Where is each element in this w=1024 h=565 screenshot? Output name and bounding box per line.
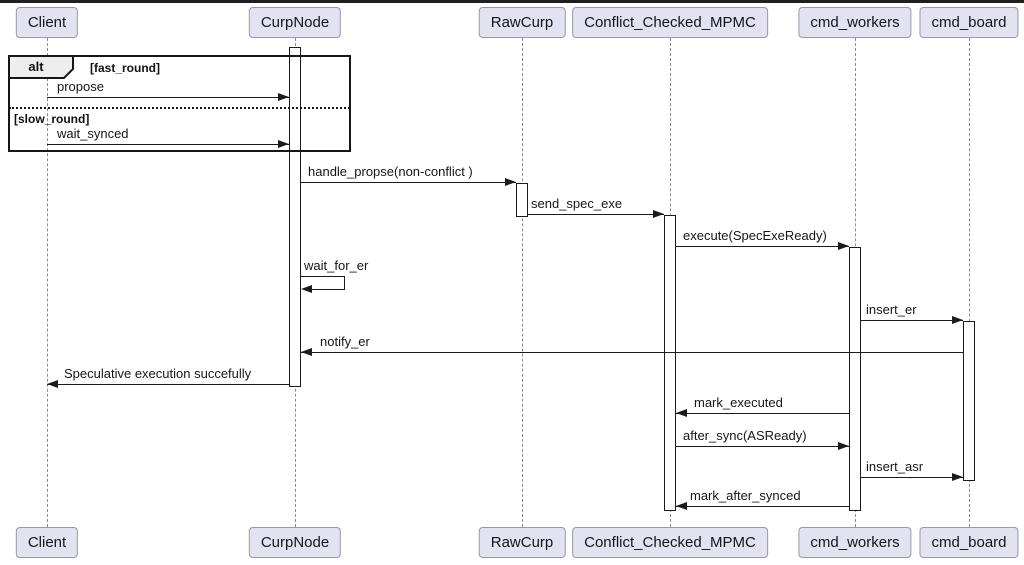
message-wait-for-er-line: [310, 289, 345, 290]
participant-cmd-board-top: cmd_board: [919, 7, 1019, 38]
participant-client-bottom: Client: [15, 527, 79, 558]
participant-label: cmd_workers: [810, 14, 900, 31]
participant-label: Conflict_Checked_MPMC: [584, 14, 756, 31]
activation-rawcurp: [516, 183, 528, 217]
participant-label: cmd_board: [931, 534, 1007, 551]
message-mark-after-synced-line: [676, 506, 849, 507]
message-notify-er-arrowhead-icon: [301, 347, 312, 356]
message-propose-label: propose: [57, 79, 104, 94]
activation-curpnode: [289, 47, 301, 387]
participant-mpmc-bottom: Conflict_Checked_MPMC: [572, 527, 768, 558]
lifeline-cmd-board: [969, 38, 970, 527]
message-insert-asr-line: [861, 477, 963, 478]
message-mark-executed-line: [676, 413, 849, 414]
lifeline-client: [47, 38, 48, 527]
message-spec-exec-success-label: Speculative execution succefully: [64, 366, 252, 381]
message-propose-line: [47, 97, 289, 98]
message-after-sync-arrowhead-icon: [838, 441, 849, 450]
message-after-sync-line: [676, 446, 849, 447]
message-wait-synced-line: [47, 144, 289, 145]
lifeline-rawcurp: [522, 38, 523, 527]
message-send-spec-exe-line: [528, 214, 664, 215]
message-mark-executed-label: mark_executed: [694, 395, 783, 410]
message-notify-er-label: notify_er: [320, 334, 370, 349]
message-spec-exec-success-arrowhead-icon: [47, 379, 58, 388]
activation-mpmc: [664, 215, 676, 511]
message-insert-asr-arrowhead-icon: [952, 472, 963, 481]
participant-rawcurp-bottom: RawCurp: [478, 527, 566, 558]
participant-cmd-board-bottom: cmd_board: [919, 527, 1019, 558]
guard-slow-round: [slow_round]: [14, 112, 90, 126]
activation-cmd-workers: [849, 247, 861, 511]
alt-frame: alt [fast_round] [slow_round]: [8, 55, 351, 152]
message-handle-propse-label: handle_propse(non-conflict ): [308, 164, 473, 179]
participant-rawcurp-top: RawCurp: [478, 7, 566, 38]
participant-cmd-workers-bottom: cmd_workers: [798, 527, 912, 558]
message-insert-er-arrowhead-icon: [952, 315, 963, 324]
participant-label: CurpNode: [260, 14, 330, 31]
participant-label: CurpNode: [260, 534, 330, 551]
message-wait-for-er-line: [343, 277, 345, 290]
alt-label-pentagon: [8, 55, 74, 79]
message-wait-synced-label: wait_synced: [57, 126, 129, 141]
message-insert-er-label: insert_er: [866, 302, 917, 317]
participant-label: Conflict_Checked_MPMC: [584, 534, 756, 551]
message-insert-er-line: [861, 320, 963, 321]
participant-mpmc-top: Conflict_Checked_MPMC: [572, 7, 768, 38]
window-top-edge: [0, 0, 1024, 3]
message-spec-exec-success-line: [47, 384, 289, 385]
message-insert-asr-label: insert_asr: [866, 459, 924, 474]
message-handle-propse-line: [301, 182, 516, 183]
message-wait-synced-arrowhead-icon: [278, 139, 289, 148]
message-execute-line: [676, 246, 849, 247]
participant-cmd-workers-top: cmd_workers: [798, 7, 912, 38]
participant-curpnode-bottom: CurpNode: [248, 527, 342, 558]
message-mark-after-synced-arrowhead-icon: [676, 501, 687, 510]
participant-label: Client: [27, 14, 67, 31]
message-execute-label: execute(SpecExeReady): [683, 228, 827, 243]
participant-label: RawCurp: [490, 14, 554, 31]
participant-curpnode-top: CurpNode: [248, 7, 342, 38]
message-send-spec-exe-label: send_spec_exe: [531, 196, 623, 211]
alt-section-divider: [9, 107, 350, 109]
guard-fast-round: [fast_round]: [90, 61, 160, 75]
message-wait-for-er-arrowhead-icon: [301, 284, 312, 293]
participant-label: RawCurp: [490, 534, 554, 551]
activation-cmd-board: [963, 321, 975, 481]
participant-label: cmd_workers: [810, 534, 900, 551]
participant-label: Client: [27, 534, 67, 551]
message-mark-executed-arrowhead-icon: [676, 408, 687, 417]
participant-client-top: Client: [15, 7, 79, 38]
message-propose-arrowhead-icon: [278, 92, 289, 101]
message-execute-arrowhead-icon: [838, 241, 849, 250]
alt-frame-keyword: alt: [28, 59, 44, 74]
message-wait-for-er-line: [301, 276, 345, 277]
message-wait-for-er-label: wait_for_er: [304, 258, 369, 273]
message-after-sync-label: after_sync(ASReady): [683, 428, 807, 443]
message-mark-after-synced-label: mark_after_synced: [690, 488, 801, 503]
message-notify-er-line: [301, 352, 963, 353]
participant-label: cmd_board: [931, 14, 1007, 31]
message-send-spec-exe-arrowhead-icon: [653, 209, 664, 218]
message-handle-propse-arrowhead-icon: [505, 177, 516, 186]
